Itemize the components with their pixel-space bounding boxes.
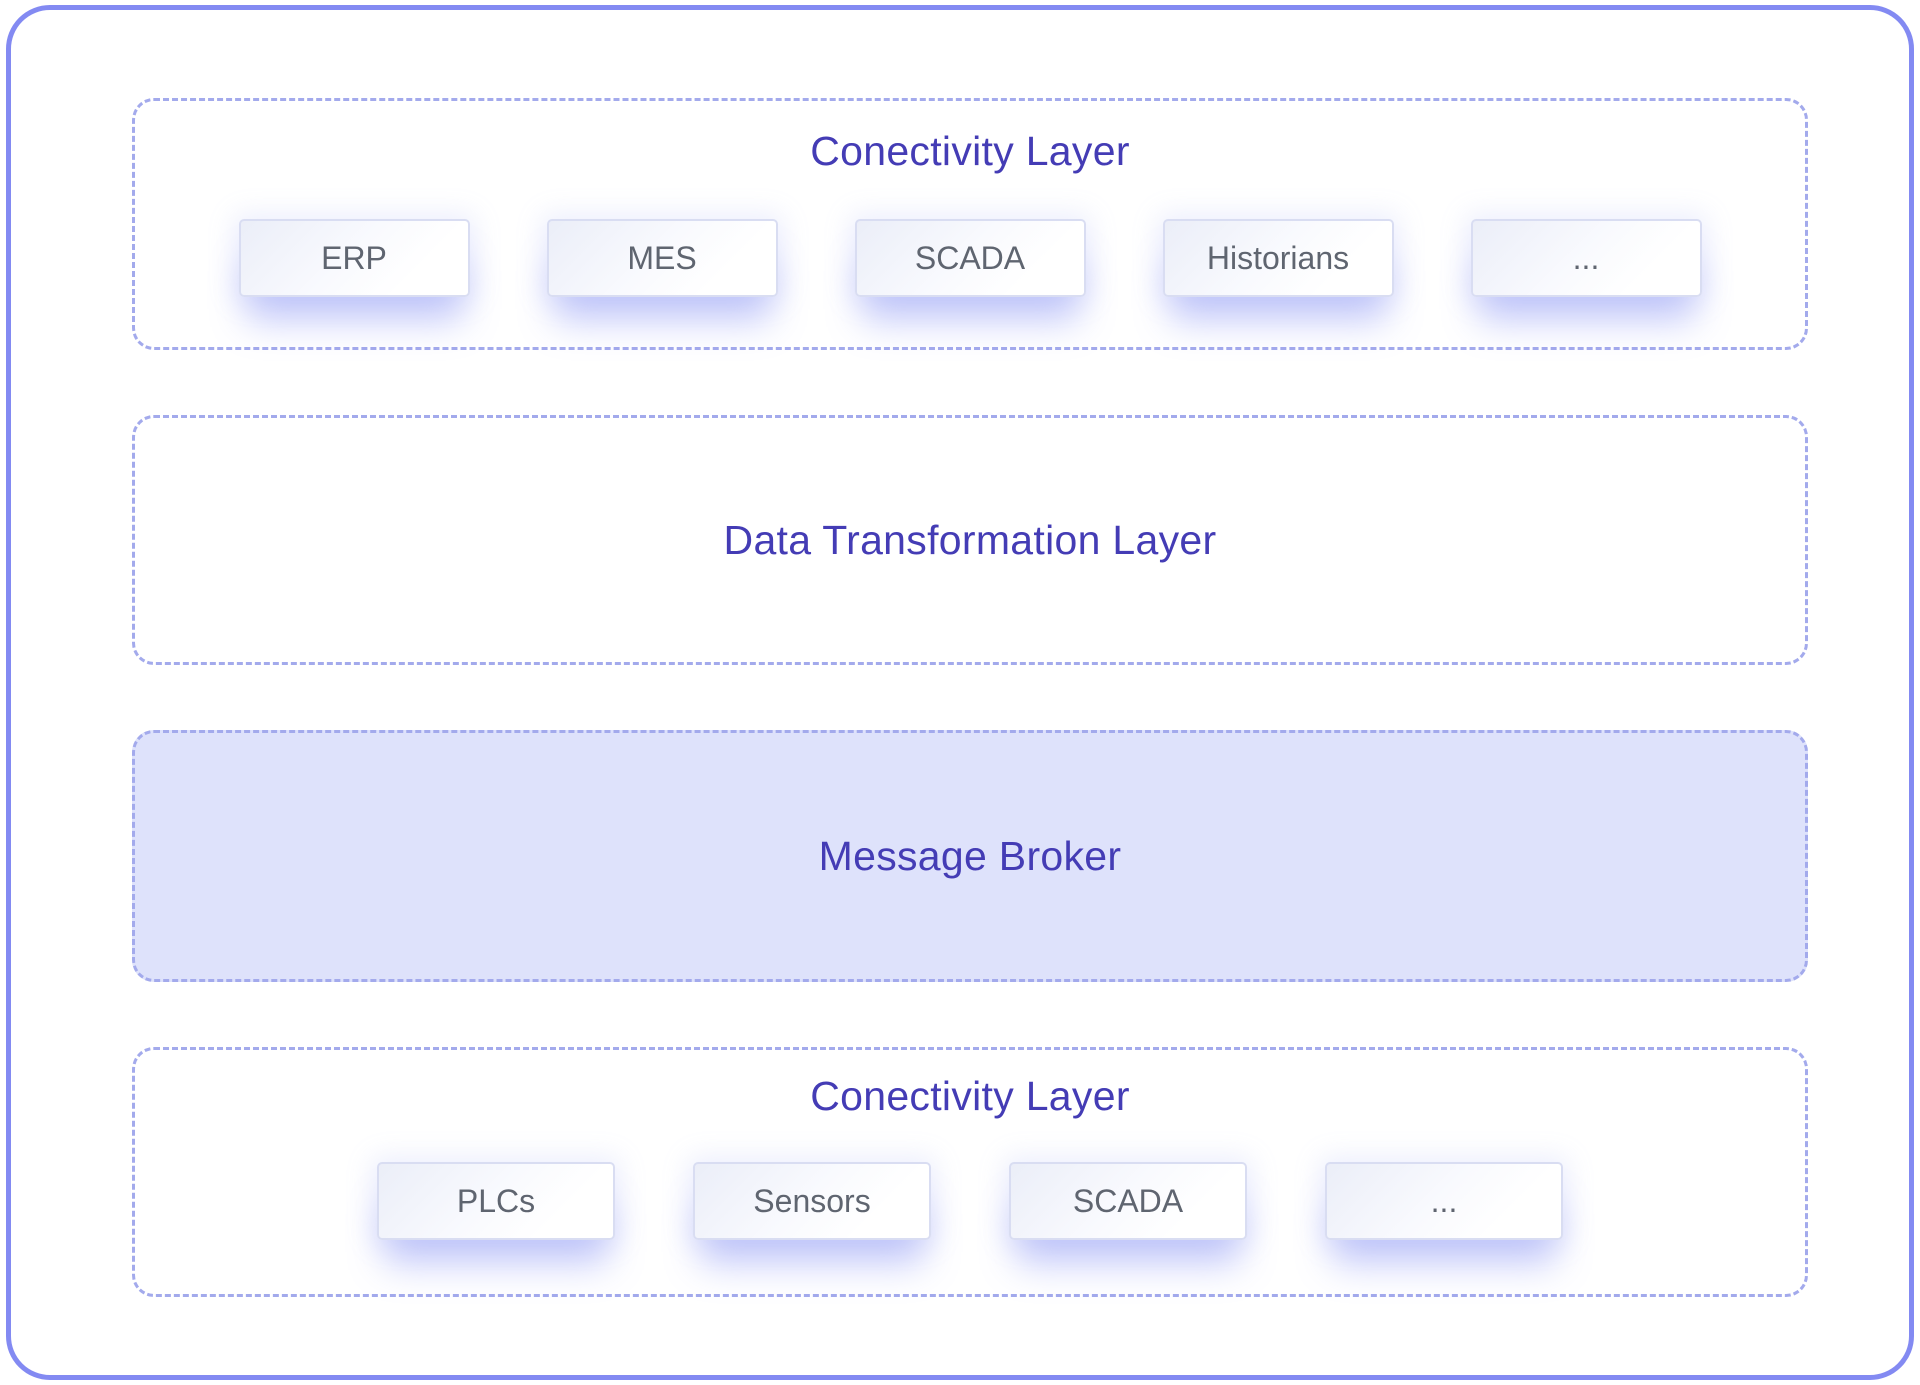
system-box-scada-bottom: SCADA <box>1009 1162 1247 1240</box>
connectivity-bottom-title: Conectivity Layer <box>810 1073 1130 1119</box>
system-box-historians: Historians <box>1162 219 1394 297</box>
connectivity-bottom-chip-row: PLCs Sensors SCADA ... <box>135 1162 1805 1240</box>
data-transformation-title: Data Transformation Layer <box>723 516 1217 563</box>
system-box-mes: MES <box>546 219 778 297</box>
system-box-ellipsis: ... <box>1470 219 1702 297</box>
layer-connectivity-top: Conectivity Layer ERP MES SCADA Historia… <box>132 98 1808 350</box>
system-box-ellipsis-bottom: ... <box>1325 1162 1563 1240</box>
layer-message-broker: Message Broker <box>132 730 1808 982</box>
layer-stack: Conectivity Layer ERP MES SCADA Historia… <box>132 98 1808 1297</box>
layer-data-transformation: Data Transformation Layer <box>132 415 1808 665</box>
connectivity-top-chip-row: ERP MES SCADA Historians ... <box>135 219 1805 297</box>
message-broker-title: Message Broker <box>818 832 1122 879</box>
diagram-outer-frame: Conectivity Layer ERP MES SCADA Historia… <box>6 5 1914 1380</box>
system-box-sensors: Sensors <box>693 1162 931 1240</box>
system-box-scada: SCADA <box>854 219 1086 297</box>
layer-connectivity-bottom: Conectivity Layer PLCs Sensors SCADA ... <box>132 1047 1808 1297</box>
system-box-erp: ERP <box>238 219 470 297</box>
connectivity-top-title: Conectivity Layer <box>810 128 1130 174</box>
system-box-plcs: PLCs <box>377 1162 615 1240</box>
